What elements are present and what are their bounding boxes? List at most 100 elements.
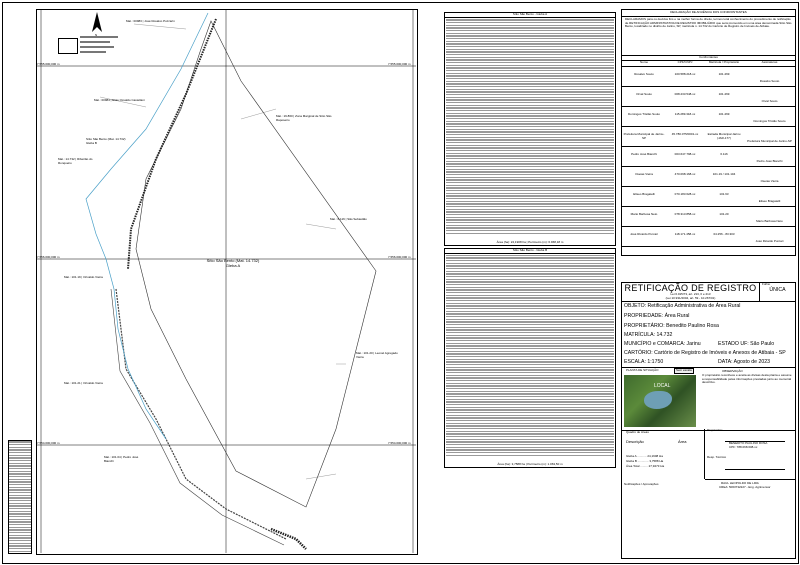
confrontante-cell: 078.313.858-xx (674, 212, 696, 216)
area-label: Área (678, 439, 687, 444)
col-header: CPF/CNPJ (677, 60, 693, 64)
confrontante-row: Oseias Vieira 470.098.168-xx 101.19 / 101.… (622, 167, 795, 187)
confrontante-cell: Estrada Municipal Jarinu (JAR-177) (707, 132, 741, 140)
cartorio-field: CARTÓRIO: Cartório de Registro de Imóvei… (624, 350, 786, 356)
confrontante-cell: 470.098.168-xx (674, 172, 696, 176)
neighbor-label: Mat.: 19.860 | Zona Marginal de Sítio Sã… (276, 114, 332, 122)
neighbor-label: Mat.: 00984 | Elias Osvaldo Castellani (94, 98, 145, 102)
confrontante-cell: Eliseo Bragatelli (758, 199, 781, 203)
confrontante-cell: Mario Barbosa Neto (756, 219, 783, 223)
confrontante-cell: Rosalvo Souto (759, 79, 780, 83)
grid-label: 7.556.000,000 m (37, 255, 60, 259)
neighbor-label: Mat.: 6.116 | São Sebastião (330, 217, 367, 221)
confrontante-cell: 45.780.075/0001-xx (671, 132, 699, 136)
grid-label: 7.556.000,000 m (388, 255, 411, 259)
title-subtitle: Lei 6.015/73, art. 213, II e 213 (670, 292, 711, 296)
gleba-a-polygon (135, 20, 377, 508)
surveyor-info: CREA: 5063732227 - Eng. Agrimensor (719, 485, 771, 489)
total-area: Área Total ......... 27,9273 Ha (626, 464, 665, 468)
confrontante-cell: José Ricardo Purcari (630, 232, 658, 236)
table-a: Sítio São Bento - Gleba A Área (ha): 24,… (444, 12, 616, 246)
title-header: RETIFICAÇÃO DE REGISTRO Lei 6.015/73, ar… (622, 283, 760, 302)
confrontante-cell: Domingos Tristão Souto (627, 112, 660, 116)
data-field: DATA: Agosto de 2023 (718, 359, 771, 365)
confrontante-cell: 101.63 (719, 192, 729, 196)
location-photo: LOCAL (624, 375, 696, 427)
area-section: Quadro de Áreas Descrição Área Gleba A .… (622, 429, 705, 479)
grid-label: 7.555.000,000 m (388, 62, 411, 66)
confrontante-cell: Oseias Vieira (635, 172, 653, 176)
proprietario-field: PROPRIETÁRIO: Benedito Paulino Rosa (624, 323, 719, 329)
signature-line (725, 441, 785, 442)
scale-bar (8, 440, 32, 554)
resp-name: BENEDITO PAULINO ROSA (729, 441, 768, 445)
confrontante-cell: Pedro José Bianchi (631, 152, 657, 156)
gleba-b-polyline (115, 288, 287, 540)
neighbor-label: Mat.: 14.732 | Ribeirão do Ronqueiro (58, 157, 93, 165)
confrontante-cell: Pedro José Bianchi (756, 159, 783, 163)
compass-block: N (82, 12, 112, 54)
neighbor-label: Mat.: 101.04 | Pedro José Bianchi (104, 455, 139, 463)
resp-tecnico-label: Resp. Técnico (707, 455, 727, 459)
col-header: Matrícula / Proprietário (708, 60, 740, 64)
matricula-field: MATRÍCULA: 14.732 (624, 332, 673, 338)
objeto-field: OBJETO: Retificação Administrativa de Ár… (624, 303, 741, 309)
location-section: PLANTA DE SITUAÇÃO Sem escala OBSERVAÇÃO… (622, 367, 795, 431)
signature-line (725, 469, 785, 470)
surveyor-section: RAUL LEOPOLDO DE LIRA CREA: 5063732227 -… (705, 479, 795, 506)
confrontante-cell: Orval Souto (761, 99, 778, 103)
confrontante-cell: Prefeitura Municipal de Jarinu-SP (623, 132, 665, 140)
confrontante-cell: Prefeitura Municipal de Jarinu-SP (747, 139, 792, 143)
grid-label: 7.554.000,000 m (388, 441, 411, 445)
grid-label: 7.555.000,000 m (37, 62, 60, 66)
table-b-body (446, 255, 614, 457)
neighbor-label: Mat.: 101.21 | Orivaldo Vieira (64, 381, 103, 385)
confrontante-cell: 101.20 (719, 212, 729, 216)
confrontantes-title: Confrontantes (622, 55, 795, 61)
gleba-b-label: Sítio São Bento (Mat. 14.732) Gleba B (86, 137, 126, 145)
confrontante-cell: José Ricardo Purcari (755, 239, 784, 243)
compass-label: N (95, 33, 98, 37)
table-b-footer: Área (ha): 3,7588 ha | Perímetro (m): 1.… (497, 461, 563, 466)
confrontante-cell: 008.233.548-xx (674, 92, 696, 96)
note-text: O proprietário reconhece e aceita as div… (702, 373, 792, 384)
confrontante-cell: Eliseo Bragatelli (633, 192, 655, 196)
confrontante-cell: Domingos Tristão Souto (753, 119, 786, 123)
map-canvas (36, 9, 416, 553)
gleba-a-label: Sítio São Bento (Mat. 14.732) Gleba A (206, 258, 260, 268)
col-header: Nome (639, 60, 648, 64)
photo-text: LOCAL (654, 383, 671, 389)
neighbor-label: Mat.: 101.19 | Orivaldo Vieira (64, 275, 103, 279)
confrontante-cell: 101.19 / 101.104 (712, 172, 736, 176)
confrontante-cell: Rosalvo Souto (634, 72, 654, 76)
grid-label: 7.554.000,000 m (37, 441, 60, 445)
confrontante-cell: 6.116 (720, 152, 728, 156)
gleba-a-area: Gleba A ........... 24,1908 Ha (626, 454, 663, 458)
proprietario-sig-label: Proprietário (707, 428, 723, 432)
confrontante-cell: Mario Barbosa Neto (630, 212, 658, 216)
area-table-title: Quadro de Áreas (626, 430, 649, 434)
table-a-body (446, 19, 614, 235)
confrontante-cell: 070.183.628-xx (674, 192, 696, 196)
resp-cpf: CPF: 788.068.608-xx (729, 445, 758, 449)
neighbor-label: Mat.: 101.20 | Leonel Agregado Vieira (356, 351, 398, 359)
lake-shape (644, 391, 672, 409)
confrontante-cell: 101.469 (718, 92, 730, 96)
footer-notes: Notificações / Aprovações (624, 482, 659, 486)
confrontante-cell: 118.171.458-xx (674, 232, 696, 236)
table-a-title: Sítio São Bento - Gleba A (445, 12, 615, 18)
surveyor-name: RAUL LEOPOLDO DE LIRA (721, 481, 759, 485)
propriedade-field: PROPRIEDADE: Área Rural (624, 313, 690, 319)
north-arrow-icon (92, 12, 102, 32)
area-desc-label: Descrição (626, 439, 644, 444)
municipio-field: MUNICÍPIO e COMARCA: Jarinu (624, 341, 701, 347)
